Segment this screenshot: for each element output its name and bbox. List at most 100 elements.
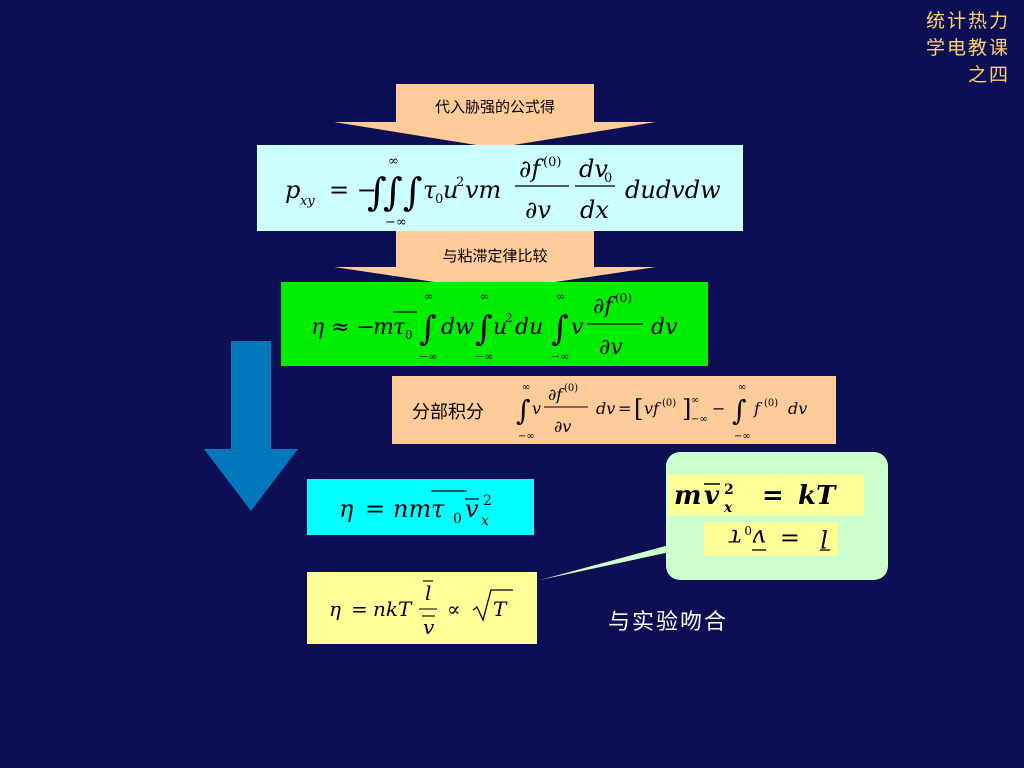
compare-label: 与粘滞定律比较 [442, 247, 548, 265]
svg-text:∞: ∞ [738, 382, 746, 393]
svg-text:τ: τ [423, 176, 437, 204]
svg-text:−∞: −∞ [691, 414, 708, 425]
svg-text:η: η [329, 597, 341, 621]
svg-text:kT: kT [798, 481, 837, 511]
svg-text:dw: dw [441, 315, 474, 340]
svg-text:m: m [674, 481, 702, 511]
svg-text:∫: ∫ [732, 394, 747, 427]
svg-text:−: − [712, 399, 725, 418]
integration-by-parts-box: 分部积分 ∫ ∞ −∞ v ∂f (0) ∂v dv = [ vf (0) ] … [392, 376, 836, 444]
svg-text:∞: ∞ [424, 290, 433, 303]
svg-text:∂v: ∂v [525, 196, 551, 224]
svg-text:vf: vf [644, 399, 662, 418]
svg-text:v: v [571, 315, 584, 340]
svg-text:∞: ∞ [691, 395, 699, 406]
svg-text:m: m [373, 315, 394, 340]
svg-text:dv: dv [651, 315, 678, 340]
svg-text:(0): (0) [662, 398, 676, 409]
svg-text:x: x [481, 513, 489, 529]
svg-text:=: = [365, 495, 385, 523]
corner-title: 统计热力 学电教课 之四 [890, 8, 1010, 89]
svg-text:f: f [753, 399, 763, 418]
svg-text:[: [ [634, 395, 643, 423]
viscosity-integral-formula: η ≈ − m τ 0 ∫ ∞ −∞ dw ∫ ∞ −∞ u 2 du ∫ ∞ … [311, 290, 678, 363]
viscosity-temperature-formula: η = nkT l v ∝ T [329, 580, 513, 639]
svg-text:∫: ∫ [516, 394, 531, 427]
svg-text:∞: ∞ [556, 290, 565, 303]
viscosity-temperature-equation: η = nkT l v ∝ T [307, 572, 537, 644]
experiment-agreement-note: 与实验吻合 [608, 610, 729, 635]
svg-text:∞: ∞ [480, 290, 489, 303]
svg-text:dx: dx [580, 196, 609, 224]
mean-free-path-formula-box: l = v 0 τ [704, 522, 838, 556]
svg-text:v: v [465, 495, 479, 523]
svg-text:∂v: ∂v [599, 335, 623, 360]
svg-text:(0): (0) [564, 383, 578, 394]
substitute-arrow [334, 84, 656, 148]
integration-by-parts-label: 分部积分 [412, 402, 484, 423]
svg-text:∂f: ∂f [519, 155, 544, 183]
equipartition-formula-box: m v 2 x = kT [668, 474, 864, 516]
callout-bubble [666, 452, 888, 580]
viscosity-integral-equation: η ≈ − m τ 0 ∫ ∞ −∞ dw ∫ ∞ −∞ u 2 du ∫ ∞ … [281, 282, 708, 366]
svg-text:∞: ∞ [388, 154, 399, 169]
svg-text:2: 2 [505, 311, 513, 325]
svg-text:τ: τ [728, 524, 742, 552]
svg-text:=: = [762, 481, 784, 511]
svg-text:=: = [618, 399, 631, 418]
svg-text:= −: = − [329, 176, 377, 204]
compare-arrow [334, 231, 656, 291]
svg-text:p: p [285, 176, 300, 204]
pressure-tensor-equation: p xy = − ∫ ∫∫ ∞ −∞ τ 0 u 2 vm ∂f (0) ∂v … [257, 145, 743, 231]
substitute-label: 代入胁强的公式得 [434, 98, 555, 116]
svg-text:u: u [443, 176, 458, 204]
svg-text:τ: τ [393, 315, 406, 340]
svg-text:∫∫: ∫∫ [383, 170, 423, 214]
corner-title-line-3: 之四 [967, 64, 1010, 86]
svg-text:η: η [311, 315, 324, 340]
svg-text:∫: ∫ [367, 170, 387, 214]
arrow-down-icon [204, 341, 298, 511]
svg-text:v: v [423, 615, 435, 639]
viscosity-mean-square-formula: η = nm τ 0 v 2 x [339, 490, 492, 529]
svg-text:−∞: −∞ [551, 350, 569, 363]
svg-text:0: 0 [435, 192, 443, 207]
svg-text:2: 2 [456, 175, 464, 190]
svg-text:dv: dv [579, 155, 608, 183]
svg-text:∫: ∫ [551, 309, 569, 349]
svg-text:≈ −: ≈ − [331, 315, 375, 340]
svg-text:−∞: −∞ [734, 431, 751, 442]
mean-free-path-formula: l = v 0 τ [728, 523, 830, 552]
svg-text:(0): (0) [615, 291, 632, 305]
svg-text:]: ] [682, 395, 691, 423]
svg-text:dudvdw: dudvdw [625, 176, 721, 204]
svg-text:nkT: nkT [373, 597, 413, 621]
svg-text:dv: dv [788, 399, 807, 418]
svg-text:v: v [752, 524, 766, 552]
svg-text:−∞: −∞ [475, 350, 493, 363]
pressure-tensor-formula: p xy = − ∫ ∫∫ ∞ −∞ τ 0 u 2 vm ∂f (0) ∂v … [285, 154, 721, 230]
svg-text:=: = [780, 524, 800, 552]
svg-text:∂f: ∂f [548, 385, 565, 404]
svg-text:l: l [820, 524, 828, 552]
svg-text:nm: nm [393, 495, 431, 523]
svg-text:v: v [532, 399, 541, 418]
svg-text:∫: ∫ [419, 309, 437, 349]
svg-text:u: u [493, 315, 507, 340]
integration-by-parts-formula: ∫ ∞ −∞ v ∂f (0) ∂v dv = [ vf (0) ] ∞ −∞ … [516, 382, 807, 442]
svg-text:∫: ∫ [475, 309, 493, 349]
viscosity-mean-square-equation: η = nm τ 0 v 2 x [307, 479, 534, 535]
svg-text:η: η [339, 495, 354, 523]
svg-text:∞: ∞ [522, 382, 530, 393]
svg-text:0: 0 [744, 523, 752, 537]
svg-text:du: du [515, 315, 543, 340]
svg-text:(0): (0) [543, 155, 561, 170]
svg-text:2: 2 [483, 493, 492, 509]
svg-text:0: 0 [453, 511, 462, 527]
svg-text:0: 0 [405, 328, 413, 342]
svg-text:∂f: ∂f [593, 294, 616, 319]
svg-text:τ: τ [431, 495, 445, 523]
svg-text:−∞: −∞ [518, 431, 535, 442]
svg-text:−∞: −∞ [419, 350, 437, 363]
svg-text:l: l [425, 581, 431, 605]
